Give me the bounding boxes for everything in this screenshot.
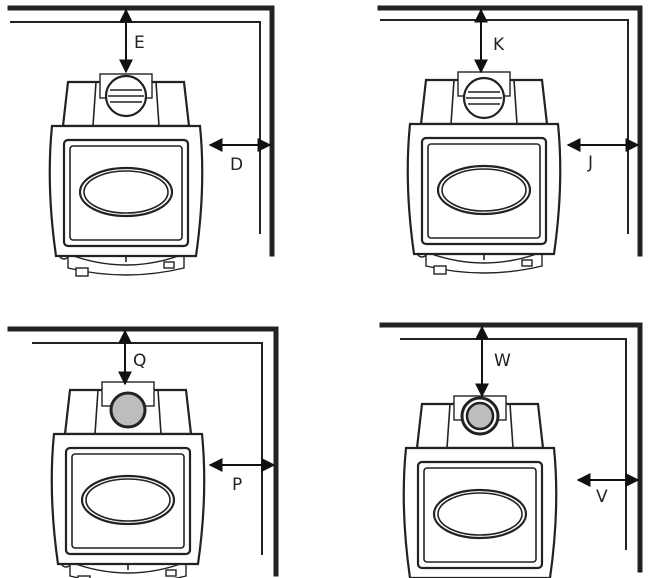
side-clearance-label: V bbox=[596, 487, 608, 507]
wall-thick bbox=[379, 322, 643, 573]
wall-thin bbox=[380, 19, 629, 234]
stove-line bbox=[406, 70, 562, 276]
rear-clearance-label: Q bbox=[133, 351, 146, 371]
rear-clearance-label: W bbox=[494, 351, 511, 371]
wall-thin bbox=[32, 342, 263, 555]
panel-top-left: E D bbox=[7, 5, 275, 278]
stove-photo bbox=[48, 72, 204, 278]
panel-top-right: K J bbox=[377, 5, 643, 276]
side-clearance-label: D bbox=[230, 155, 243, 175]
panel-bottom-right: W V bbox=[379, 322, 643, 578]
panel-bottom-left: Q P bbox=[7, 326, 279, 578]
side-clearance-label: P bbox=[232, 475, 242, 495]
wall-thick bbox=[7, 5, 275, 257]
stove-collar-ring bbox=[402, 394, 558, 578]
wall-thin bbox=[10, 21, 261, 234]
rear-clearance-label: E bbox=[134, 33, 145, 53]
wall-thick bbox=[377, 5, 643, 257]
stove-collar-filled bbox=[50, 380, 206, 578]
wall-thick bbox=[7, 326, 279, 577]
side-clearance-label: J bbox=[587, 153, 593, 173]
rear-clearance-label: K bbox=[493, 35, 505, 55]
